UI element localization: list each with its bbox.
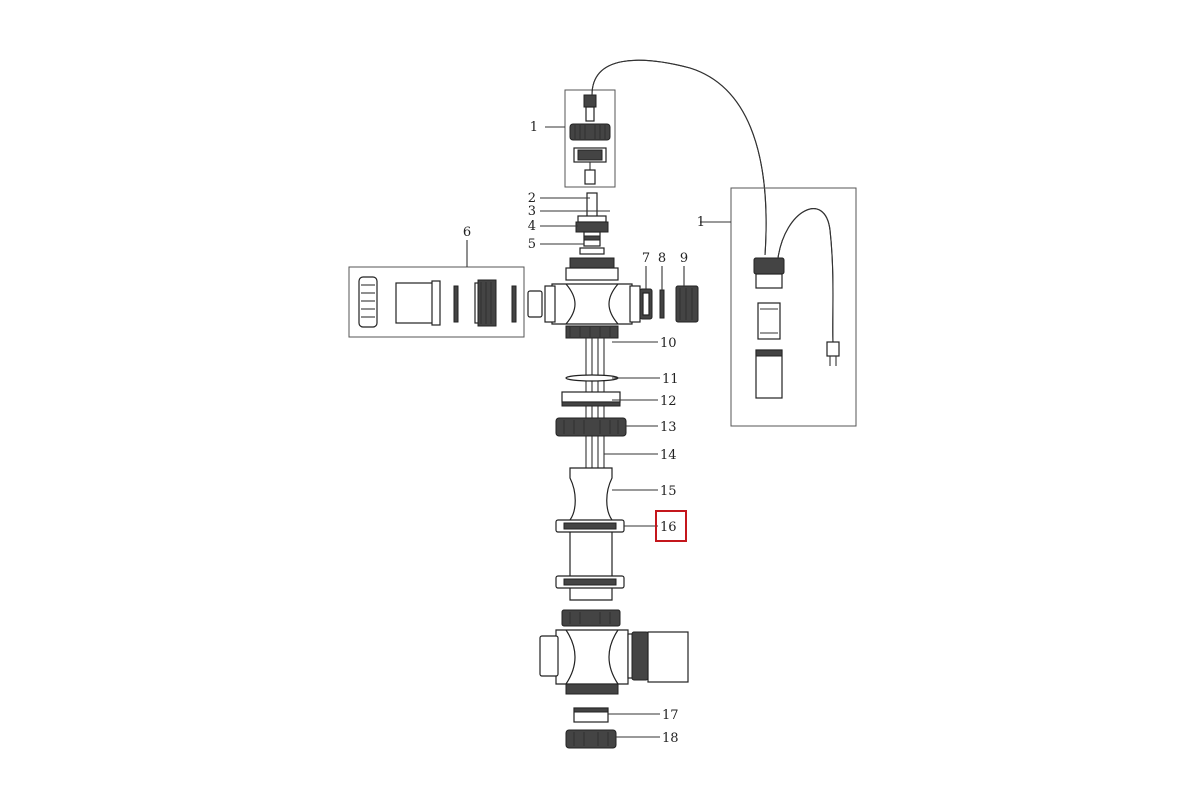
main-assembly — [527, 192, 699, 749]
inset-box-controller — [700, 187, 857, 427]
highlight-part-16 — [655, 510, 687, 542]
label-part-5: 5 — [528, 237, 536, 252]
label-part-3: 3 — [528, 204, 536, 219]
inset-box-union — [348, 240, 525, 338]
label-part-2: 2 — [528, 191, 536, 206]
label-part-1-sensor: 1 — [530, 120, 538, 135]
label-part-17: 17 — [662, 708, 679, 723]
label-part-15: 15 — [660, 484, 677, 499]
label-part-6: 6 — [463, 225, 471, 240]
label-part-10: 10 — [660, 336, 677, 351]
leader-lines — [540, 197, 685, 738]
label-part-8: 8 — [658, 251, 666, 266]
label-part-7: 7 — [642, 251, 650, 266]
inset-box-sensor — [545, 89, 616, 188]
label-part-16: 16 — [660, 520, 677, 535]
label-part-4: 4 — [528, 219, 536, 234]
part-labels: 1 1 2 3 4 5 6 7 8 9 10 11 12 13 14 15 16… — [463, 120, 705, 746]
label-part-11: 11 — [662, 372, 679, 387]
label-part-13: 13 — [660, 420, 677, 435]
label-part-18: 18 — [662, 731, 679, 746]
label-part-14: 14 — [660, 448, 677, 463]
label-part-9: 9 — [680, 251, 688, 266]
label-part-1-controller: 1 — [697, 215, 705, 230]
label-part-12: 12 — [660, 394, 677, 409]
